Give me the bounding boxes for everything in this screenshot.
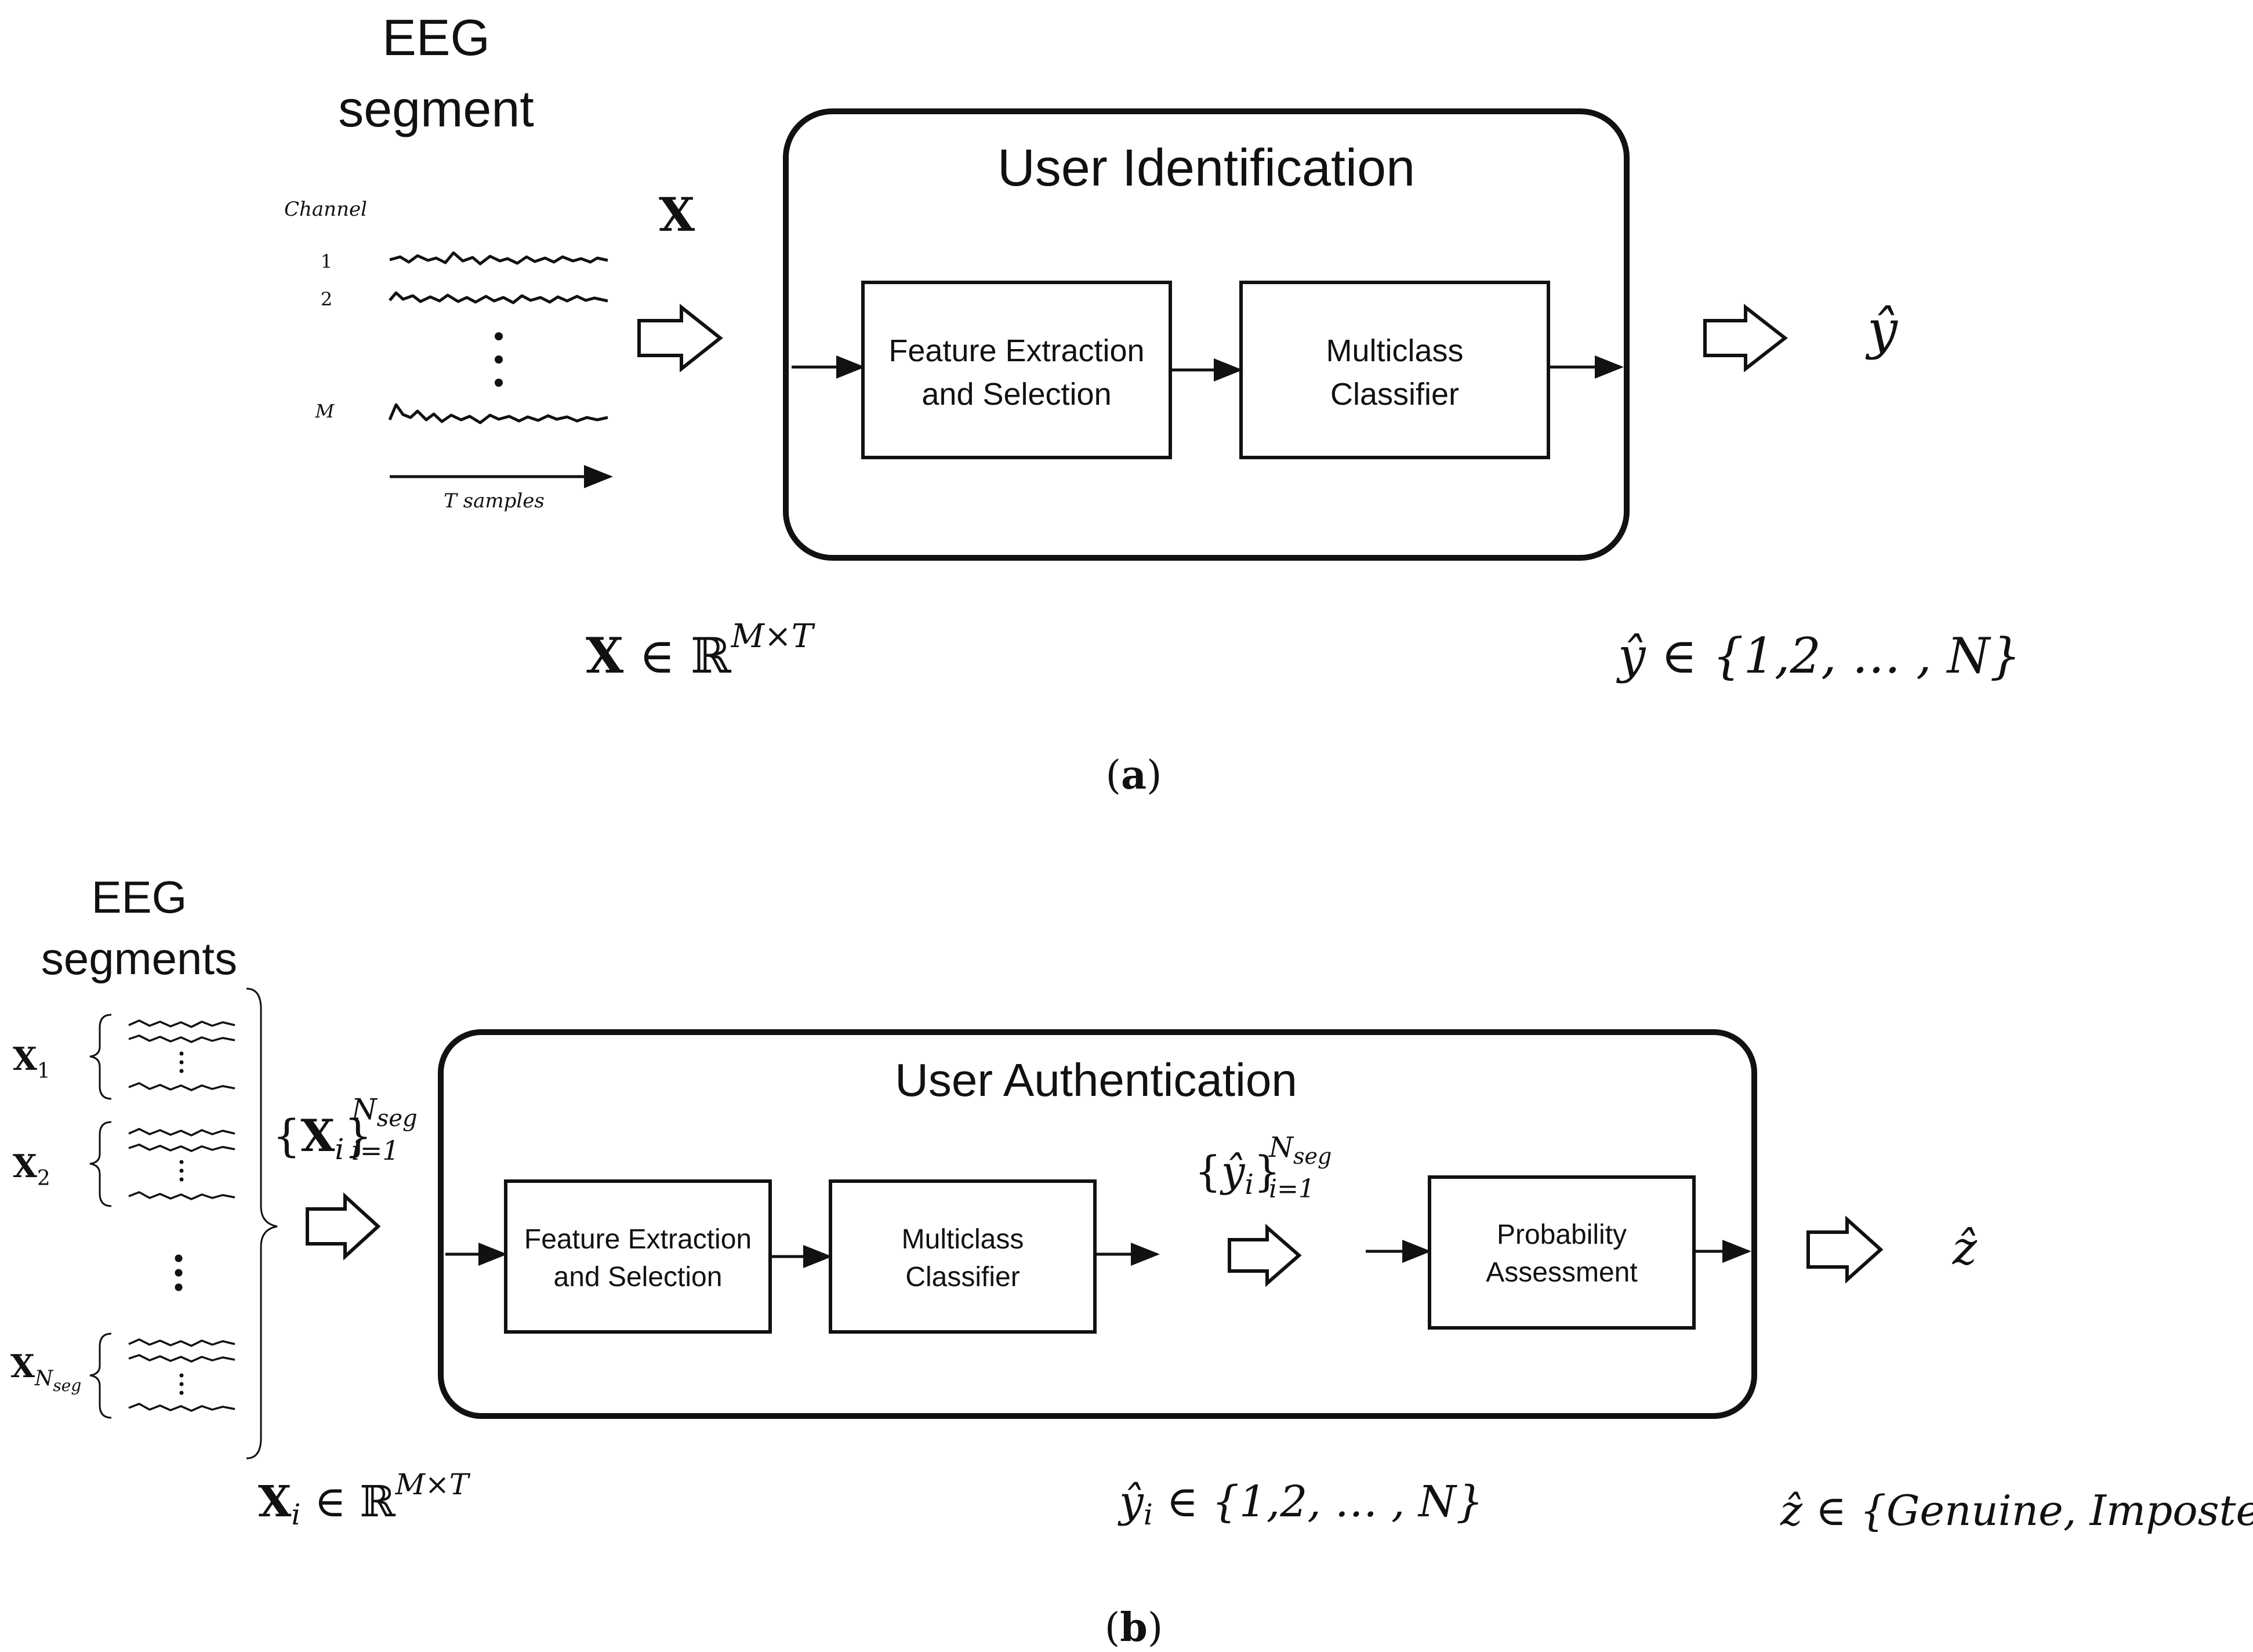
caption-b: (b) <box>1105 1604 1163 1651</box>
probability-assessment-box <box>1428 1175 1696 1330</box>
segment-xnseg-wave-3 <box>128 1403 235 1412</box>
channel-number-m: M <box>315 400 335 422</box>
vertical-ellipsis-segments <box>175 1254 183 1291</box>
segment-x1-label: X1 <box>13 1040 50 1083</box>
feature-extraction-box-b <box>504 1179 772 1334</box>
time-samples-label: T samples <box>444 489 545 513</box>
vertical-ellipsis-channels <box>495 332 503 387</box>
input-set-upper-b: Nseg <box>351 1092 418 1132</box>
eeg-wave-channel-1 <box>389 251 608 266</box>
multiclass-classifier-box-a <box>1239 281 1550 459</box>
channel-number-1: 1 <box>321 250 332 273</box>
hollow-arrow-mid-b <box>1228 1223 1302 1287</box>
input-domain-a-sup: M×T <box>731 618 815 655</box>
multiclass-classifier-label-b-line1: Multiclass <box>902 1224 1024 1255</box>
channel-number-2: 2 <box>321 288 332 310</box>
input-set-lower-b: i=1 <box>351 1135 400 1166</box>
segment-x2-wave-1 <box>128 1128 235 1137</box>
feature-extraction-label-a-line2: and Selection <box>921 377 1111 412</box>
hollow-arrow-input <box>637 303 723 373</box>
eeg-wave-channel-2 <box>389 291 608 304</box>
channel-label: Channel <box>284 198 367 221</box>
segment-x1-wave-2 <box>128 1034 235 1043</box>
mid-set-symbol-b: {ŷi} <box>1195 1147 1280 1201</box>
caption-a-close: ) <box>1147 753 1162 798</box>
multiclass-classifier-label-a-line1: Multiclass <box>1326 333 1463 368</box>
feature-extraction-label-b-line1: Feature Extraction <box>524 1224 752 1255</box>
segment-x2-dots <box>179 1160 184 1182</box>
mid-set-upper-b: Nseg <box>1268 1131 1332 1169</box>
hollow-arrow-input-b <box>306 1192 381 1261</box>
output-domain-a: ŷ ∈ {1,2, … , N} <box>1616 627 2021 684</box>
segment-x2-brace <box>89 1121 112 1207</box>
output-domain-b: ẑ ∈ {Genuine, Imposter} <box>1780 1486 2253 1535</box>
multiclass-classifier-box-b <box>829 1179 1097 1334</box>
segment-xnseg-label: XNseg <box>10 1348 81 1395</box>
hollow-arrow-output-b <box>1806 1215 1884 1284</box>
segment-x1-wave-1 <box>128 1019 235 1028</box>
feature-extraction-label-b-line2: and Selection <box>554 1262 723 1292</box>
output-z-hat-symbol: ẑ <box>1952 1221 1978 1275</box>
segment-xnseg-brace <box>89 1333 112 1419</box>
feature-extraction-label-a-line1: Feature Extraction <box>888 333 1144 368</box>
segment-x1-dots <box>179 1051 184 1073</box>
segment-x2-label: X2 <box>13 1148 50 1190</box>
caption-a-open: ( <box>1105 753 1121 798</box>
user-authentication-title: User Authentication <box>895 1054 1297 1106</box>
eeg-segment-title-line2: segment <box>338 80 534 137</box>
multiclass-classifier-label-a-line2: Classifier <box>1330 377 1459 412</box>
probability-assessment-label-line1: Probability <box>1497 1219 1627 1250</box>
segment-x1-brace <box>89 1014 112 1100</box>
segment-x2-wave-3 <box>128 1191 235 1200</box>
mid-set-lower-b: i=1 <box>1269 1174 1315 1204</box>
multiclass-classifier-label-b-line2: Classifier <box>905 1262 1020 1292</box>
segments-group-brace <box>246 987 278 1459</box>
caption-a-letter: a <box>1121 752 1147 798</box>
eeg-segment-title-line1: EEG <box>382 9 490 66</box>
segment-xnseg-wave-1 <box>128 1338 235 1347</box>
input-x-symbol: X <box>659 187 695 242</box>
probability-assessment-label-line2: Assessment <box>1486 1257 1637 1288</box>
user-identification-title: User Identification <box>997 139 1415 197</box>
input-set-symbol-b: {Xi} <box>273 1110 372 1166</box>
segment-x2-wave-2 <box>128 1143 235 1152</box>
input-domain-a-lhs: X <box>586 627 624 684</box>
segment-x1-wave-3 <box>128 1082 235 1091</box>
segment-xnseg-dots <box>179 1373 184 1395</box>
output-y-hat-symbol: ŷ <box>1865 299 1898 361</box>
segment-xnseg-wave-2 <box>128 1354 235 1363</box>
input-domain-a: X ∈ ℝM×T <box>586 618 815 684</box>
input-domain-a-mid: ∈ ℝ <box>623 627 732 684</box>
panel-a: EEG segment Channel 1 2 M T samples X Us… <box>284 9 2021 798</box>
eeg-segments-title-line2: segments <box>41 933 237 984</box>
panel-b: EEG segments X1 X2 XNseg {Xi} Nseg <box>10 872 2253 1651</box>
eeg-segments-title-line1: EEG <box>92 872 187 923</box>
hollow-arrow-output-a <box>1703 303 1788 373</box>
input-domain-b: Xi ∈ ℝM×T <box>258 1468 471 1531</box>
eeg-wave-channel-m <box>388 403 608 424</box>
mid-domain-b: ŷi ∈ {1,2, … , N} <box>1118 1477 1483 1531</box>
caption-a: (a) <box>1105 752 1162 798</box>
feature-extraction-box-a <box>861 281 1172 459</box>
